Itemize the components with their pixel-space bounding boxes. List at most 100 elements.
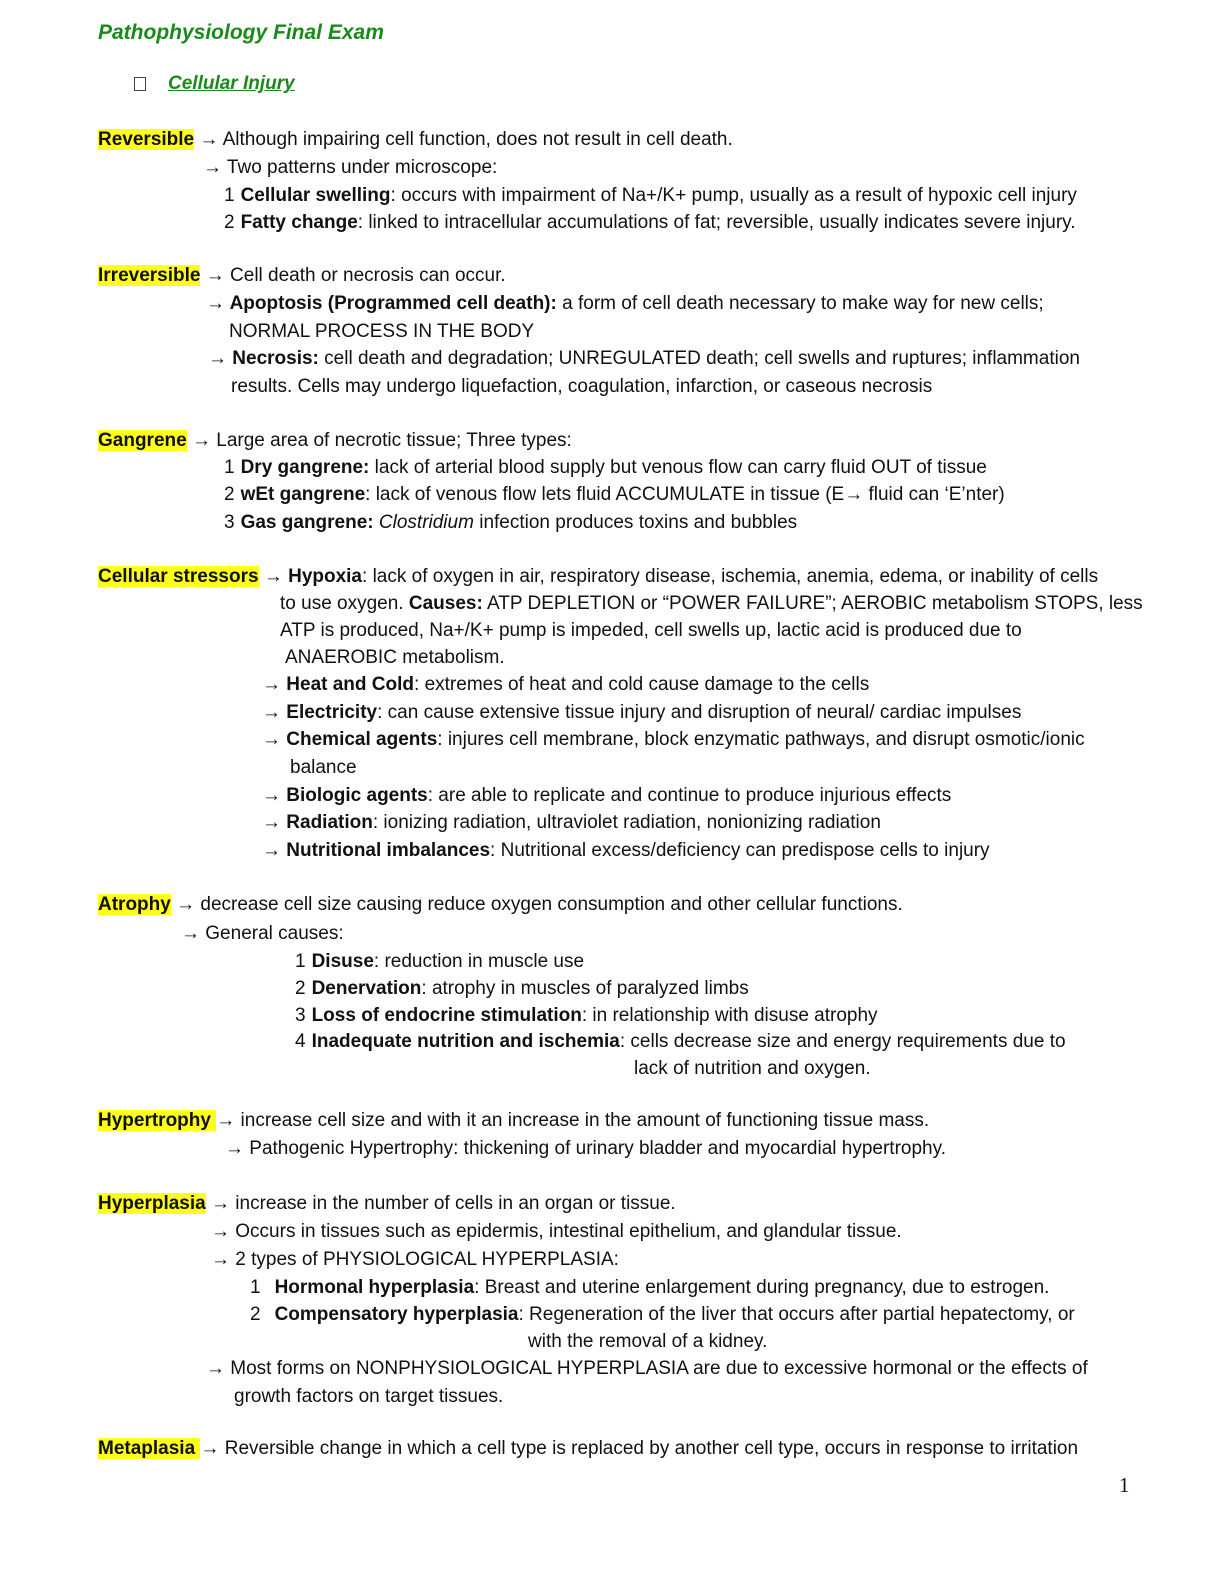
- line-text: : lack of oxygen in air, respiratory dis…: [362, 566, 1099, 587]
- line-text: to use oxygen.: [280, 593, 409, 614]
- arrow-right-icon: →: [262, 840, 281, 861]
- note-line: → Pathogenic Hypertrophy: thickening of …: [225, 1137, 946, 1161]
- arrow-right-icon: →: [262, 812, 281, 833]
- note-line: → Most forms on NONPHYSIOLOGICAL HYPERPL…: [206, 1357, 1088, 1381]
- page-number: 1: [1119, 1473, 1130, 1497]
- highlighted-term: Reversible: [98, 129, 195, 150]
- bold-term: wEt gangrene: [240, 484, 366, 505]
- bold-term: Biologic agents: [281, 785, 428, 806]
- note-line: → General causes:: [181, 922, 344, 946]
- bold-term: Fatty change: [240, 212, 358, 233]
- bold-term: Apoptosis (Programmed cell death):: [225, 293, 557, 314]
- line-text: infection produces toxins and bubbles: [473, 512, 798, 533]
- line-text: Two patterns under microscope:: [222, 157, 498, 178]
- arrow-right-icon: →: [225, 1138, 244, 1159]
- list-number: 1: [224, 185, 235, 206]
- line-text: Large area of necrotic tissue; Three typ…: [210, 430, 572, 451]
- note-line: NORMAL PROCESS IN THE BODY: [229, 320, 534, 344]
- note-line: Gangrene → Large area of necrotic tissue…: [98, 429, 572, 453]
- line-text: : occurs with impairment of Na+/K+ pump,…: [390, 185, 1077, 206]
- list-number: 2: [295, 978, 306, 999]
- bold-term: Nutritional imbalances: [281, 840, 491, 861]
- bold-term: Hormonal hyperplasia: [274, 1277, 475, 1298]
- bold-term: Cellular swelling: [240, 185, 391, 206]
- line-text: : injures cell membrane, block enzymatic…: [437, 729, 1085, 750]
- line-text: ATP DEPLETION or “POWER FAILURE”; AEROBI…: [482, 593, 1143, 614]
- line-text: a form of cell death necessary to make w…: [556, 293, 1044, 314]
- line-text: balance: [290, 757, 357, 778]
- arrow-right-icon: →: [262, 674, 281, 695]
- highlighted-term: Atrophy: [98, 894, 171, 915]
- arrow-right-icon: →: [200, 265, 225, 286]
- bold-term: Radiation: [281, 812, 373, 833]
- arrow-right-icon: →: [181, 923, 200, 944]
- note-line: Reversible → Although impairing cell fun…: [98, 128, 733, 152]
- bold-term: Electricity: [281, 702, 378, 723]
- note-line: with the removal of a kidney.: [528, 1330, 767, 1354]
- line-text: Cell death or necrosis can occur.: [224, 265, 506, 286]
- line-text: : ionizing radiation, ultraviolet radiat…: [372, 812, 881, 833]
- bold-term: Causes:: [408, 593, 483, 614]
- line-text: Occurs in tissues such as epidermis, int…: [230, 1221, 902, 1242]
- line-text: growth factors on target tissues.: [234, 1386, 504, 1407]
- note-line: → Electricity: can cause extensive tissu…: [262, 701, 1021, 725]
- note-line: ANAEROBIC metabolism.: [285, 646, 505, 670]
- line-text: : Breast and uterine enlargement during …: [474, 1277, 1050, 1298]
- list-number: 1: [250, 1277, 261, 1298]
- highlighted-term: Irreversible: [98, 265, 201, 286]
- section-heading: Cellular Injury: [168, 73, 295, 94]
- line-text: : extremes of heat and cold cause damage…: [414, 674, 870, 695]
- note-line: → Biologic agents: are able to replicate…: [262, 784, 951, 808]
- note-line: Hypertrophy → increase cell size and wit…: [98, 1109, 929, 1133]
- list-number: 2: [224, 212, 235, 233]
- note-line: → Radiation: ionizing radiation, ultravi…: [262, 811, 881, 835]
- line-text: : Nutritional excess/deficiency can pred…: [490, 840, 990, 861]
- note-line: to use oxygen. Causes: ATP DEPLETION or …: [280, 592, 1143, 616]
- highlighted-term: Cellular stressors: [98, 566, 259, 587]
- arrow-right-icon: →: [203, 157, 222, 178]
- section-heading-row: Cellular Injury: [134, 72, 295, 96]
- italic-term: Clostridium: [378, 512, 474, 533]
- note-line: ATP is produced, Na+/K+ pump is impeded,…: [280, 619, 1022, 643]
- line-text: : can cause extensive tissue injury and …: [377, 702, 1022, 723]
- list-number: 1: [224, 457, 235, 478]
- note-line: balance: [290, 756, 357, 780]
- arrow-right-icon: →: [194, 129, 219, 150]
- line-text: cell death and degradation; UNREGULATED …: [318, 348, 1080, 369]
- note-line: Irreversible → Cell death or necrosis ca…: [98, 264, 506, 288]
- list-number: 3: [224, 512, 235, 533]
- list-number: 1: [295, 951, 306, 972]
- highlighted-term: Metaplasia: [98, 1438, 201, 1459]
- bold-term: Gas gangrene:: [240, 512, 374, 533]
- line-text: : Regeneration of the liver that occurs …: [518, 1304, 1075, 1325]
- line-text: increase cell size and with it an increa…: [235, 1110, 930, 1131]
- note-line: Cellular stressors → Hypoxia: lack of ox…: [98, 565, 1098, 589]
- line-text: Most forms on NONPHYSIOLOGICAL HYPERPLAS…: [225, 1358, 1088, 1379]
- line-text: : are able to replicate and continue to …: [427, 785, 952, 806]
- line-text: with the removal of a kidney.: [528, 1331, 768, 1352]
- arrow-right-icon: →: [262, 729, 281, 750]
- list-number: 3: [295, 1005, 306, 1026]
- line-text: decrease cell size causing reduce oxygen…: [195, 894, 903, 915]
- bullet-box-icon: [134, 76, 146, 91]
- arrow-right-icon: →: [262, 702, 281, 723]
- bold-term: Hypoxia: [282, 566, 363, 587]
- highlighted-term: Hyperplasia: [98, 1193, 206, 1214]
- note-line: growth factors on target tissues.: [234, 1385, 503, 1409]
- note-line: Metaplasia → Reversible change in which …: [98, 1437, 1078, 1461]
- arrow-right-icon: →: [186, 430, 211, 451]
- arrow-right-icon: →: [208, 348, 227, 369]
- arrow-right-icon: →: [170, 894, 196, 915]
- note-line: results. Cells may undergo liquefaction,…: [231, 375, 932, 399]
- arrow-right-icon: →: [206, 1358, 225, 1379]
- bold-term: Compensatory hyperplasia: [274, 1304, 519, 1325]
